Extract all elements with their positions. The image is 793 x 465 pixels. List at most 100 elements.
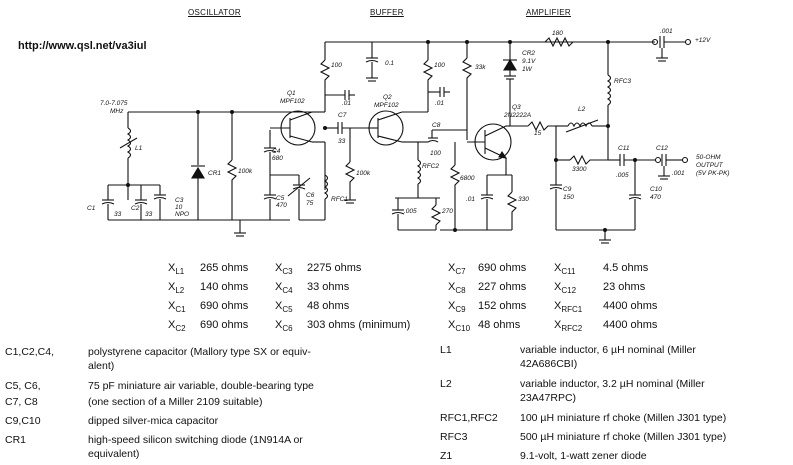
part-ref: L2 xyxy=(440,378,452,390)
label-CR1: CR1 xyxy=(208,170,222,177)
reactance-symbol: XC5 xyxy=(275,300,293,315)
part-ref: C9,C10 xyxy=(5,415,41,427)
reactance-term: XRFC2 xyxy=(554,319,582,333)
label-C7: C7 xyxy=(338,112,347,119)
reactance-term: XC10 xyxy=(448,319,470,333)
label-C5-value: 470 xyxy=(276,202,287,209)
reactance-symbol: XC7 xyxy=(448,262,466,277)
reactance-term: XC3 xyxy=(275,262,293,276)
reactance-term: XC7 xyxy=(448,262,466,276)
reactance-symbol: XC10 xyxy=(448,319,471,334)
label-C11-value: .005 xyxy=(616,172,629,179)
part-desc-cont: 23A47RPC) xyxy=(520,392,577,404)
reactance-term: XC9 xyxy=(448,300,466,314)
reactance-value: 48 ohms xyxy=(478,319,521,331)
label-C3: C3 xyxy=(175,197,184,204)
part-ref: C5, C6, xyxy=(5,380,41,392)
label-RFC1: RFC1 xyxy=(331,196,348,203)
reactance-value: 690 ohms xyxy=(200,300,249,312)
part-ref: C7, C8 xyxy=(5,396,38,408)
reactance-value: 690 ohms xyxy=(200,319,249,331)
label-Q3: Q3 xyxy=(512,104,521,111)
label-freq: 7.0-7.075 xyxy=(100,100,128,107)
part-desc-cont: equivalent) xyxy=(88,448,140,460)
reactance-symbol: XRFC2 xyxy=(554,319,583,334)
label-C-buf-top: 0.1 xyxy=(385,60,395,67)
reactance-value: 140 ohms xyxy=(200,281,249,293)
reactance-value: 265 ohms xyxy=(200,262,249,274)
buffer-heading: BUFFER xyxy=(370,8,404,17)
label-R-buf-gate: 100k xyxy=(356,170,371,177)
reactance-value: 152 ohms xyxy=(478,300,527,312)
label-C1: C1 xyxy=(87,205,96,212)
label-C12: C12 xyxy=(656,145,668,152)
reactance-symbol: XC2 xyxy=(168,319,186,334)
part-desc: variable inductor, 3.2 µH nominal (Mille… xyxy=(520,378,705,390)
label-C3-type: NPO xyxy=(175,211,190,218)
reactance-term: XL1 xyxy=(168,262,184,276)
reactance-term: XL2 xyxy=(168,281,184,295)
label-C-001-top: .001 xyxy=(660,28,673,35)
part-ref: RFC1,RFC2 xyxy=(440,412,498,424)
part-desc: high-speed silicon switching diode (1N91… xyxy=(88,434,303,446)
reactance-value: 690 ohms xyxy=(478,262,527,274)
part-ref: CR1 xyxy=(5,434,27,446)
part-ref: Z1 xyxy=(440,450,453,462)
reactance-term: XRFC1 xyxy=(554,300,582,314)
label-R-3300: 3300 xyxy=(572,166,587,173)
label-C2: C2 xyxy=(131,205,140,212)
reactance-term: XC8 xyxy=(448,281,466,295)
label-C10: C10 xyxy=(650,186,662,193)
reactance-term: XC4 xyxy=(275,281,293,295)
reactance-symbol: XC1 xyxy=(168,300,186,315)
label-C-osc-bypass: .01 xyxy=(342,100,352,107)
reactance-value: 4400 ohms xyxy=(603,319,658,331)
label-C7-value: 33 xyxy=(338,138,346,145)
label-C5: C5 xyxy=(276,195,285,202)
part-desc-cont: alent) xyxy=(88,360,115,372)
source-url: http://www.qsl.net/va3iul xyxy=(18,40,147,52)
part-desc: 75 pF miniature air variable, double-bea… xyxy=(88,380,314,392)
reactance-value: 48 ohms xyxy=(307,300,350,312)
label-CR2: CR2 xyxy=(522,50,536,57)
label-output-level: (5V PK-PK) xyxy=(696,170,730,177)
label-RFC3: RFC3 xyxy=(614,78,631,85)
label-Q1: Q1 xyxy=(287,90,296,97)
reactance-term: XC2 xyxy=(168,319,186,333)
label-R-15: 15 xyxy=(534,130,542,137)
reactance-term: XC1 xyxy=(168,300,186,314)
reactance-term: XC12 xyxy=(554,281,576,295)
reactance-value: 227 ohms xyxy=(478,281,527,293)
part-ref: C1,C2,C4, xyxy=(5,346,55,358)
label-C11: C11 xyxy=(618,145,630,152)
reactance-value: 2275 ohms xyxy=(307,262,362,274)
reactance-symbol: XL1 xyxy=(168,262,185,277)
reactance-symbol: XC3 xyxy=(275,262,293,277)
label-output: OUTPUT xyxy=(696,162,723,169)
reactance-value: 33 ohms xyxy=(307,281,350,293)
label-C9: C9 xyxy=(563,186,572,193)
label-CR2-power: 1W xyxy=(522,66,532,73)
label-R-osc-gate: 100k xyxy=(238,168,253,175)
part-ref: L1 xyxy=(440,344,452,356)
reactance-symbol: XC4 xyxy=(275,281,293,296)
label-C8: C8 xyxy=(432,122,441,129)
reactance-value: 4400 ohms xyxy=(603,300,658,312)
label-Q1-type: MPF102 xyxy=(280,98,305,105)
reactance-symbol: XC6 xyxy=(275,319,293,334)
label-C8-value: 100 xyxy=(430,150,441,157)
reactance-symbol: XRFC1 xyxy=(554,300,583,315)
label-R-buf-src: 270 xyxy=(442,208,453,215)
amplifier-heading: AMPLIFIER xyxy=(526,8,571,17)
reactance-symbol: XC9 xyxy=(448,300,466,315)
reactance-symbol: XC8 xyxy=(448,281,466,296)
label-output-impedance: 50-OHM xyxy=(696,154,721,161)
part-desc: (one section of a Miller 2109 suitable) xyxy=(88,396,263,408)
reactance-term: XC6 xyxy=(275,319,293,333)
reactance-value: 23 ohms xyxy=(603,281,646,293)
label-C12-value: .001 xyxy=(672,170,685,177)
part-desc: polystyrene capacitor (Mallory type SX o… xyxy=(88,346,311,358)
label-C1-value: 33 xyxy=(114,211,122,218)
label-C-amp-em: .01 xyxy=(466,196,476,203)
label-C4: C4 xyxy=(272,148,281,155)
